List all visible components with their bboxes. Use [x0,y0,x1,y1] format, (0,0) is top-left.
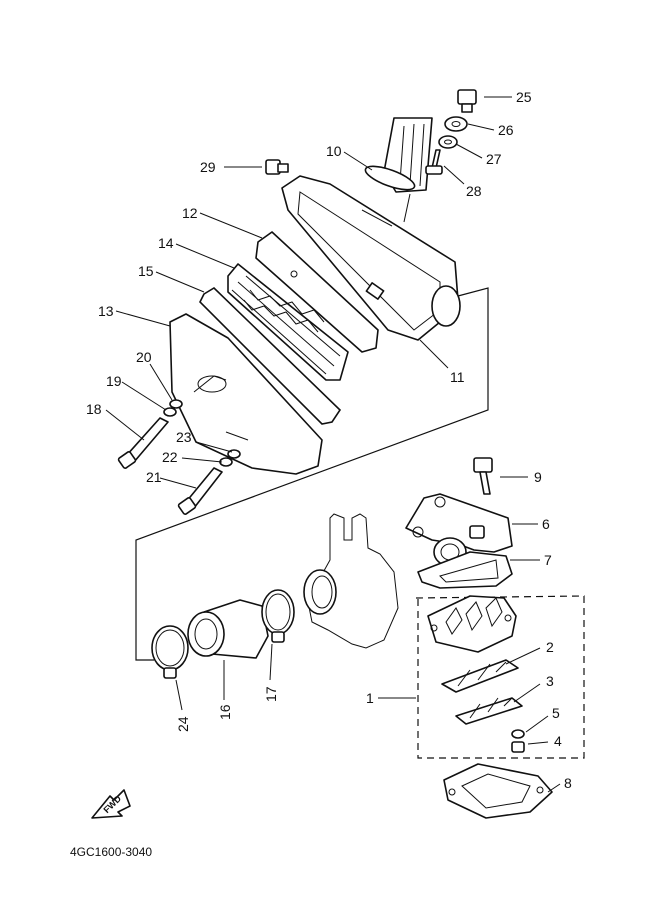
leader-lines [105,96,561,793]
washer-20 [169,399,183,409]
reed-valve-box [415,595,585,759]
clamp-24 [151,625,189,679]
intake-snorkel [364,117,433,223]
callout-21: 21 [146,469,162,485]
airbox-frame-lines [135,287,489,661]
callout-9: 9 [534,469,542,485]
callout-20: 20 [136,349,152,365]
callout-7: 7 [544,552,552,568]
bolt-29 [265,159,289,175]
part-code: 4GC1600-3040 [70,845,152,859]
washer-19 [163,407,177,417]
gasket-7 [417,551,513,589]
callout-24: 24 [175,716,191,732]
carburetor-joint-16 [187,599,269,659]
callout-12: 12 [182,205,198,221]
callout-26: 26 [498,122,514,138]
gasket-15 [199,286,342,425]
clamp-17 [261,589,295,643]
callout-28: 28 [466,183,482,199]
callout-16: 16 [217,704,233,720]
washer-26 [444,116,468,132]
callout-27: 27 [486,151,502,167]
reed-petals-2 [441,659,519,693]
screw-4 [511,741,525,753]
carburetor-outline [303,513,399,649]
callout-22: 22 [162,449,178,465]
callout-19: 19 [106,373,122,389]
bolt-25 [457,89,477,113]
gasket-8 [443,763,553,819]
callout-18: 18 [86,401,102,417]
callout-8: 8 [564,775,572,791]
callout-1: 1 [366,690,374,706]
bolt-18 [117,417,169,469]
callout-17: 17 [263,686,279,702]
washer-27 [438,135,458,149]
callout-14: 14 [158,235,174,251]
callout-6: 6 [542,516,550,532]
callout-25: 25 [516,89,532,105]
callout-15: 15 [138,263,154,279]
callout-5: 5 [552,705,560,721]
bolt-28 [425,149,443,175]
airbox-cover-13 [169,313,323,475]
element-plate-12 [255,231,379,353]
callout-4: 4 [554,733,562,749]
bolt-9 [473,457,493,495]
callout-23: 23 [176,429,192,445]
callout-11: 11 [450,369,465,385]
screw-5 [511,729,525,739]
callout-10: 10 [326,143,342,159]
callout-2: 2 [546,639,554,655]
air-box [281,175,461,341]
callout-29: 29 [200,159,216,175]
reed-valve-body [427,595,517,653]
reed-stopper-3 [455,697,523,725]
callout-3: 3 [546,673,554,689]
bolt-21 [177,467,223,515]
fwd-arrow-icon: FWD [91,789,131,819]
callout-numbers: 25 26 27 28 29 10 12 14 15 13 20 19 18 2… [86,89,572,791]
callout-13: 13 [98,303,114,319]
element-frame-14 [227,263,349,381]
